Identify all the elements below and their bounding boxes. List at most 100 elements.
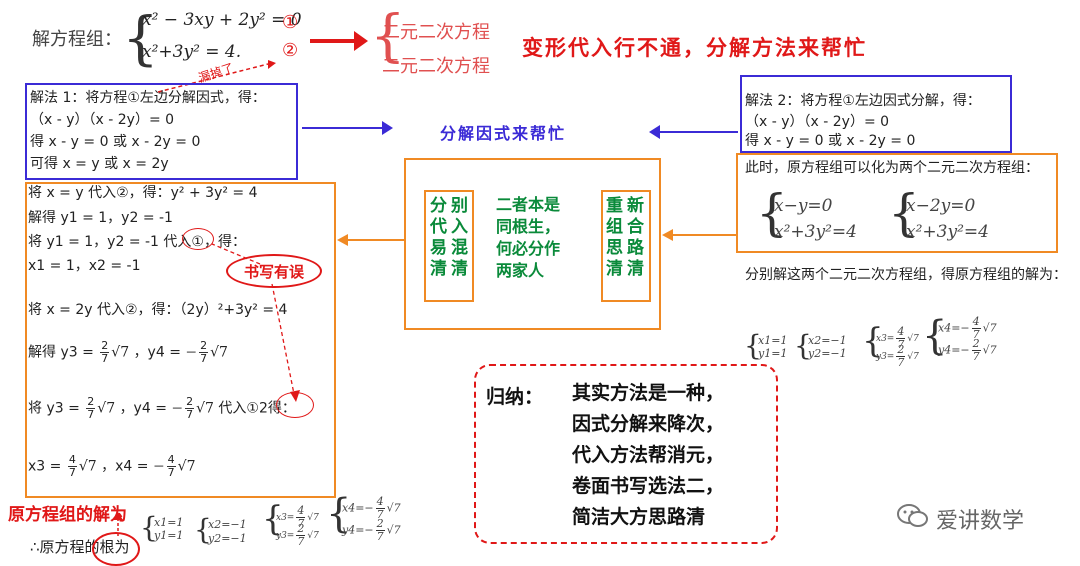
- method-2-systems-box: [736, 153, 1058, 253]
- wechat-icon: [897, 504, 928, 527]
- frac-num: 4: [67, 453, 77, 467]
- frac-num: 2: [86, 395, 96, 409]
- right-poem-col-1: 重 组 思 清: [606, 196, 623, 280]
- sqrt7: √7: [111, 344, 130, 361]
- char: 清: [451, 259, 468, 279]
- frac-den: 7: [200, 352, 208, 365]
- frac-den: 7: [101, 352, 109, 365]
- system-2-brace: {: [888, 184, 920, 242]
- blue-arrow-right-icon: [302, 121, 393, 135]
- answer-bottom-x4-label: x4=−: [342, 501, 374, 515]
- frac-num: 2: [100, 339, 110, 353]
- answer-right-x1: x1=1: [758, 334, 788, 347]
- char: 易: [430, 238, 447, 258]
- sqrt7: √7: [196, 400, 214, 417]
- middle-poem-line: 何必分作: [496, 239, 561, 258]
- solution-line-4: x1 = 1，x2 = -1: [28, 258, 141, 274]
- answer-bottom-brace-1: {: [140, 511, 158, 544]
- summary-label: 归纳：: [486, 386, 544, 408]
- frac-num: 2: [375, 517, 385, 531]
- answer-bottom-brace-3: {: [262, 499, 284, 539]
- solution-line-1: 将 x = y 代入②，得：y² + 3y² = 4: [28, 185, 258, 201]
- system-2-eq-b: x²+3y²=4: [906, 222, 989, 242]
- right-arrow-icon: [310, 31, 368, 51]
- frac-den: 7: [167, 466, 175, 479]
- char: 组: [606, 217, 623, 237]
- method-2-line-3: 得 x - y = 0 或 x - 2y = 0: [745, 133, 916, 149]
- answer-right-x2: x2=−1: [808, 334, 847, 347]
- summary-line: 因式分解来降次，: [572, 413, 725, 435]
- method-2-line-1: 解法 2：将方程①左边因式分解，得：: [745, 93, 981, 109]
- frac-den: 7: [897, 356, 905, 369]
- answer-bottom-x1: x1=1: [154, 516, 184, 529]
- frac-num: 2: [185, 395, 195, 409]
- frac-den: 7: [376, 530, 384, 543]
- answer-bottom-y4-label: y4=−: [342, 523, 374, 537]
- system-2-eq-a: x−2y=0: [906, 196, 976, 216]
- solution-line-2: 解得 y1 = 1，y2 = -1: [28, 210, 173, 226]
- answer-bottom-x2: x2=−1: [208, 518, 247, 531]
- char: 清: [430, 259, 447, 279]
- middle-poem: 二者本是 同根生， 何必分作 两家人: [496, 194, 560, 282]
- label: 将 y3 =: [28, 400, 80, 417]
- method-2-box: [740, 75, 1012, 153]
- error-label-oval: 书写有误: [226, 254, 322, 288]
- answer-right-brace-2: {: [794, 329, 812, 362]
- method-1-box: [25, 83, 298, 180]
- label: ，y4 =: [133, 344, 181, 361]
- answer-right-y2: y2=−1: [808, 347, 847, 360]
- equation-1: x² − 3xy + 2y² = 0: [142, 10, 302, 30]
- method-1-line-4: 可得 x = y 或 x = 2y: [30, 156, 169, 172]
- frac-den: 7: [186, 408, 194, 421]
- frac-num: 4: [971, 315, 981, 329]
- frac-den: 7: [376, 508, 384, 521]
- right-poem-col-2: 新 合 路 清: [627, 196, 644, 280]
- answer-bottom-y3-label: y3=: [276, 531, 295, 541]
- frac-den: 7: [68, 466, 76, 479]
- answer-bottom-brace-2: {: [194, 513, 212, 546]
- frac-den: 7: [897, 338, 905, 351]
- slogan: 变形代入行不通，分解方法来帮忙: [522, 36, 867, 60]
- frac-num: 4: [166, 453, 176, 467]
- method-1-line-2: （x - y）（x - 2y）= 0: [30, 112, 175, 128]
- sqrt7: √7: [177, 458, 196, 475]
- sqrt7: √7: [307, 513, 319, 523]
- system-1-brace: {: [756, 184, 788, 242]
- label: 解得 y3 =: [28, 344, 94, 361]
- char: 分: [430, 196, 447, 216]
- center-box: [404, 158, 661, 330]
- system-1-eq-b: x²+3y²=4: [774, 222, 857, 242]
- blue-arrow-left-icon: [649, 125, 738, 139]
- sqrt7: √7: [210, 344, 228, 361]
- summary-lines: 其实方法是一种， 因式分解来降次， 代入方法帮消元， 卷面书写选法二， 简洁大方…: [572, 378, 724, 533]
- char: 路: [627, 238, 644, 258]
- answer-right-brace-4: {: [922, 313, 948, 359]
- answer-right-y4-label: y4=−: [938, 343, 970, 357]
- method-2-line-2: （x - y）（x - 2y）= 0: [745, 114, 890, 130]
- summary-line: 卷面书写选法二，: [572, 475, 725, 497]
- orange-arrow-left-icon-2: [662, 229, 737, 241]
- left-poem-box: [424, 190, 474, 302]
- left-poem-col-2: 别 入 混 清: [451, 196, 468, 280]
- type-brace: {: [370, 4, 406, 69]
- method-2-intro: 此时，原方程组可以化为两个二元二次方程组：: [745, 160, 1039, 176]
- answer-right-y3-label: y3=: [876, 352, 895, 362]
- summary-line: 其实方法是一种，: [572, 382, 725, 404]
- char: 清: [627, 259, 644, 279]
- frac-num: 2: [896, 343, 906, 357]
- orange-arrow-left-icon: [337, 234, 404, 246]
- frac-num: 4: [896, 325, 906, 339]
- frac-den: 7: [972, 328, 980, 341]
- error-dashed-arrows: [211, 243, 300, 402]
- answer-right-x4-label: x4=−: [938, 321, 970, 335]
- answer-right-brace-3: {: [862, 321, 884, 361]
- answer-right-y1: y1=1: [758, 347, 788, 360]
- sqrt7: √7: [97, 400, 116, 417]
- method-1-line-1: 解法 1：将方程①左边分解因式，得：: [30, 90, 266, 106]
